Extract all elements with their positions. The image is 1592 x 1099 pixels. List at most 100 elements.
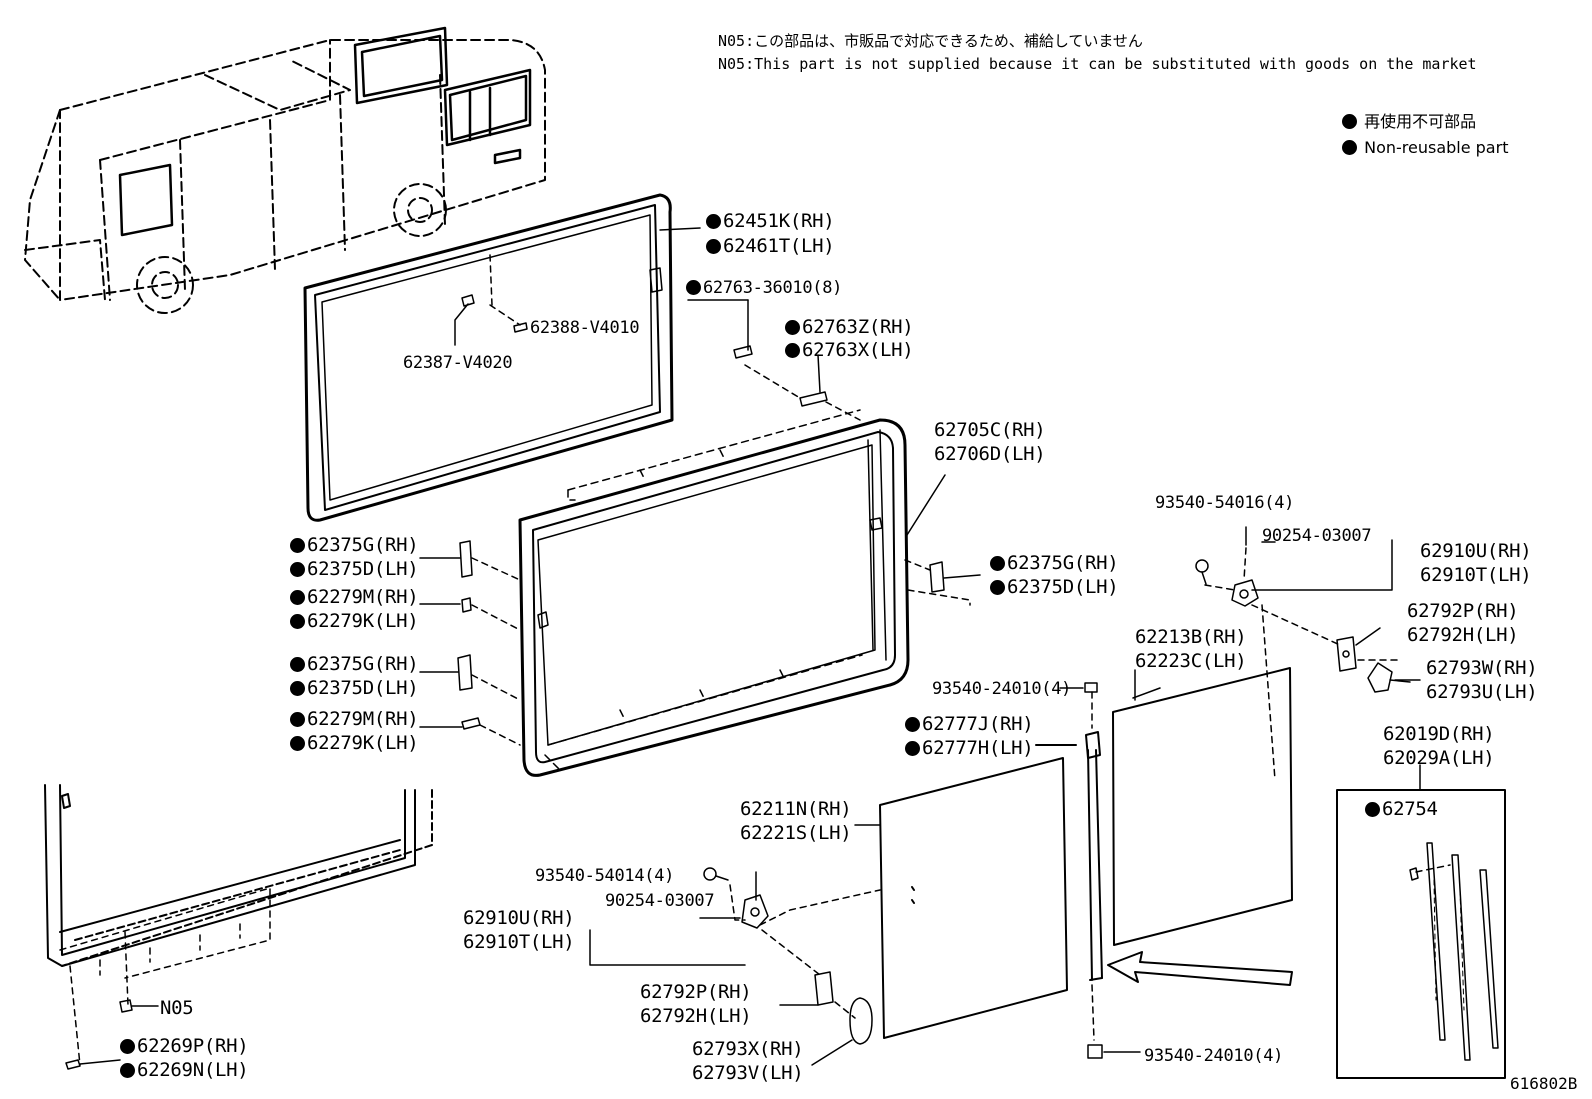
callout-text: 62910T(LH): [1420, 564, 1532, 586]
callout-text: 62793U(LH): [1426, 681, 1538, 703]
callout-p62388[interactable]: 62388-V4010: [530, 316, 640, 340]
non-reusable-dot-icon: [290, 681, 305, 696]
callout-text: 62910T(LH): [463, 931, 575, 953]
callout-p62793U[interactable]: 62793U(LH): [1426, 680, 1538, 704]
callout-p62279M-a[interactable]: 62279M(RH): [290, 585, 419, 609]
callout-text: 62792H(LH): [640, 1005, 752, 1027]
non-reusable-dot-icon: [1365, 802, 1380, 817]
callout-text: 62279M(RH): [307, 708, 419, 730]
leader-62451K: [659, 227, 701, 231]
callout-p62269N[interactable]: 62269N(LH): [120, 1058, 249, 1082]
note-n05-english: N05:This part is not supplied because it…: [718, 55, 1477, 73]
callout-text: 62029A(LH): [1383, 747, 1495, 769]
callout-p90254-a[interactable]: 90254-03007: [1262, 524, 1372, 548]
callout-text: 62777J(RH): [922, 713, 1034, 735]
clip-62387: [461, 294, 475, 307]
callout-p62375D-c[interactable]: 62375D(LH): [990, 575, 1119, 599]
note-n05-japanese: N05:この部品は、市販品で対応できるため、補給していません: [718, 32, 1143, 50]
callout-text: 62279K(LH): [307, 610, 419, 632]
callout-text: 90254-03007: [1262, 526, 1372, 546]
sliding-glass-right: [1112, 667, 1293, 946]
frame-guide-dashes: [544, 409, 863, 771]
callout-p62213B[interactable]: 62213B(RH): [1135, 625, 1247, 649]
callout-text: 62375D(LH): [307, 677, 419, 699]
callout-p62706D[interactable]: 62706D(LH): [934, 442, 1046, 466]
callout-p62792H-a[interactable]: 62792H(LH): [1407, 623, 1519, 647]
callout-p62763Z[interactable]: 62763Z(RH): [785, 315, 914, 339]
callout-text: 62792P(RH): [1407, 600, 1519, 622]
callout-p62375D-b[interactable]: 62375D(LH): [290, 676, 419, 700]
callout-text: N05: [160, 997, 194, 1019]
callout-p93540-24010-a[interactable]: 93540-24010(4): [932, 677, 1071, 701]
callout-p90254-b[interactable]: 90254-03007: [605, 889, 715, 913]
callout-text: 62387-V4020: [403, 353, 513, 373]
callout-text: 62269P(RH): [137, 1035, 249, 1057]
callout-pN05[interactable]: N05: [160, 996, 194, 1020]
callout-text: 62375G(RH): [307, 534, 419, 556]
callout-p62211N[interactable]: 62211N(RH): [740, 797, 852, 821]
callout-p62221S[interactable]: 62221S(LH): [740, 821, 852, 845]
non-reusable-dot-icon: [706, 239, 721, 254]
callout-text: 62279K(LH): [307, 732, 419, 754]
kit-box: [1336, 764, 1506, 1079]
callout-p62754[interactable]: 62754: [1365, 797, 1438, 821]
callout-text: 90254-03007: [605, 891, 715, 911]
callout-text: 62221S(LH): [740, 822, 852, 844]
callout-text: 62910U(RH): [463, 907, 575, 929]
callout-p62375G-c[interactable]: 62375G(RH): [990, 551, 1119, 575]
callout-p93540-54014[interactable]: 93540-54014(4): [535, 864, 674, 888]
callout-p62029A[interactable]: 62029A(LH): [1383, 746, 1495, 770]
non-reusable-dot-icon: [290, 712, 305, 727]
callout-p62777J[interactable]: 62777J(RH): [905, 712, 1034, 736]
vehicle-windows: [118, 26, 532, 237]
arrow-slide: [1107, 951, 1293, 986]
callout-p62792P-b[interactable]: 62792P(RH): [640, 980, 752, 1004]
callout-text: 62019D(RH): [1383, 723, 1495, 745]
callout-p62793W[interactable]: 62793W(RH): [1426, 656, 1538, 680]
callout-p62792H-b[interactable]: 62792H(LH): [640, 1004, 752, 1028]
callout-p93540-54016[interactable]: 93540-54016(4): [1155, 491, 1294, 515]
callout-p62763X[interactable]: 62763X(LH): [785, 338, 914, 362]
callout-p62279K-b[interactable]: 62279K(LH): [290, 731, 419, 755]
callout-p62375D-a[interactable]: 62375D(LH): [290, 557, 419, 581]
callout-p62387[interactable]: 62387-V4020: [403, 351, 513, 375]
callout-text: 62793W(RH): [1426, 657, 1538, 679]
callout-p62269P[interactable]: 62269P(RH): [120, 1034, 249, 1058]
callout-text: 62388-V4010: [530, 318, 640, 338]
callout-p62910T-a[interactable]: 62910T(LH): [1420, 563, 1532, 587]
callout-p62792P-a[interactable]: 62792P(RH): [1407, 599, 1519, 623]
non-reusable-dot-icon: [290, 657, 305, 672]
callout-p62223C[interactable]: 62223C(LH): [1135, 649, 1247, 673]
callout-text: 62706D(LH): [934, 443, 1046, 465]
callout-p93540-24010-b[interactable]: 93540-24010(4): [1144, 1044, 1283, 1068]
outer-glass-pane: [303, 193, 674, 522]
callout-p62793X[interactable]: 62793X(RH): [692, 1037, 804, 1061]
callout-text: 62375G(RH): [307, 653, 419, 675]
callout-p62279K-a[interactable]: 62279K(LH): [290, 609, 419, 633]
figure-number: 616802B: [1510, 1074, 1578, 1093]
callout-text: 62763X(LH): [802, 339, 914, 361]
callout-p62910U-b[interactable]: 62910U(RH): [463, 906, 575, 930]
callout-p62375G-a[interactable]: 62375G(RH): [290, 533, 419, 557]
legend-japanese: 再使用不可部品: [1342, 110, 1476, 134]
callout-p62777H[interactable]: 62777H(LH): [905, 736, 1034, 760]
non-reusable-dot-icon: [120, 1039, 135, 1054]
callout-p62763-36010[interactable]: 62763-36010(8): [686, 276, 842, 300]
door-lower-section: [44, 784, 433, 967]
callout-p62910T-b[interactable]: 62910T(LH): [463, 930, 575, 954]
non-reusable-dot-icon: [785, 343, 800, 358]
callout-p62461T[interactable]: 62461T(LH): [706, 234, 835, 258]
legend-english-text: Non-reusable part: [1364, 138, 1509, 157]
callout-p62793V[interactable]: 62793V(LH): [692, 1061, 804, 1085]
non-reusable-dot-icon: [686, 280, 701, 295]
callout-p62705C[interactable]: 62705C(RH): [934, 418, 1046, 442]
callout-p62451K[interactable]: 62451K(RH): [706, 209, 835, 233]
callout-p62279M-b[interactable]: 62279M(RH): [290, 707, 419, 731]
callout-text: 62763Z(RH): [802, 316, 914, 338]
callout-p62910U-a[interactable]: 62910U(RH): [1420, 539, 1532, 563]
callout-text: 93540-54016(4): [1155, 493, 1295, 513]
callout-p62019D[interactable]: 62019D(RH): [1383, 722, 1495, 746]
callout-text: 93540-24010(4): [1144, 1046, 1284, 1066]
callout-p62375G-b[interactable]: 62375G(RH): [290, 652, 419, 676]
